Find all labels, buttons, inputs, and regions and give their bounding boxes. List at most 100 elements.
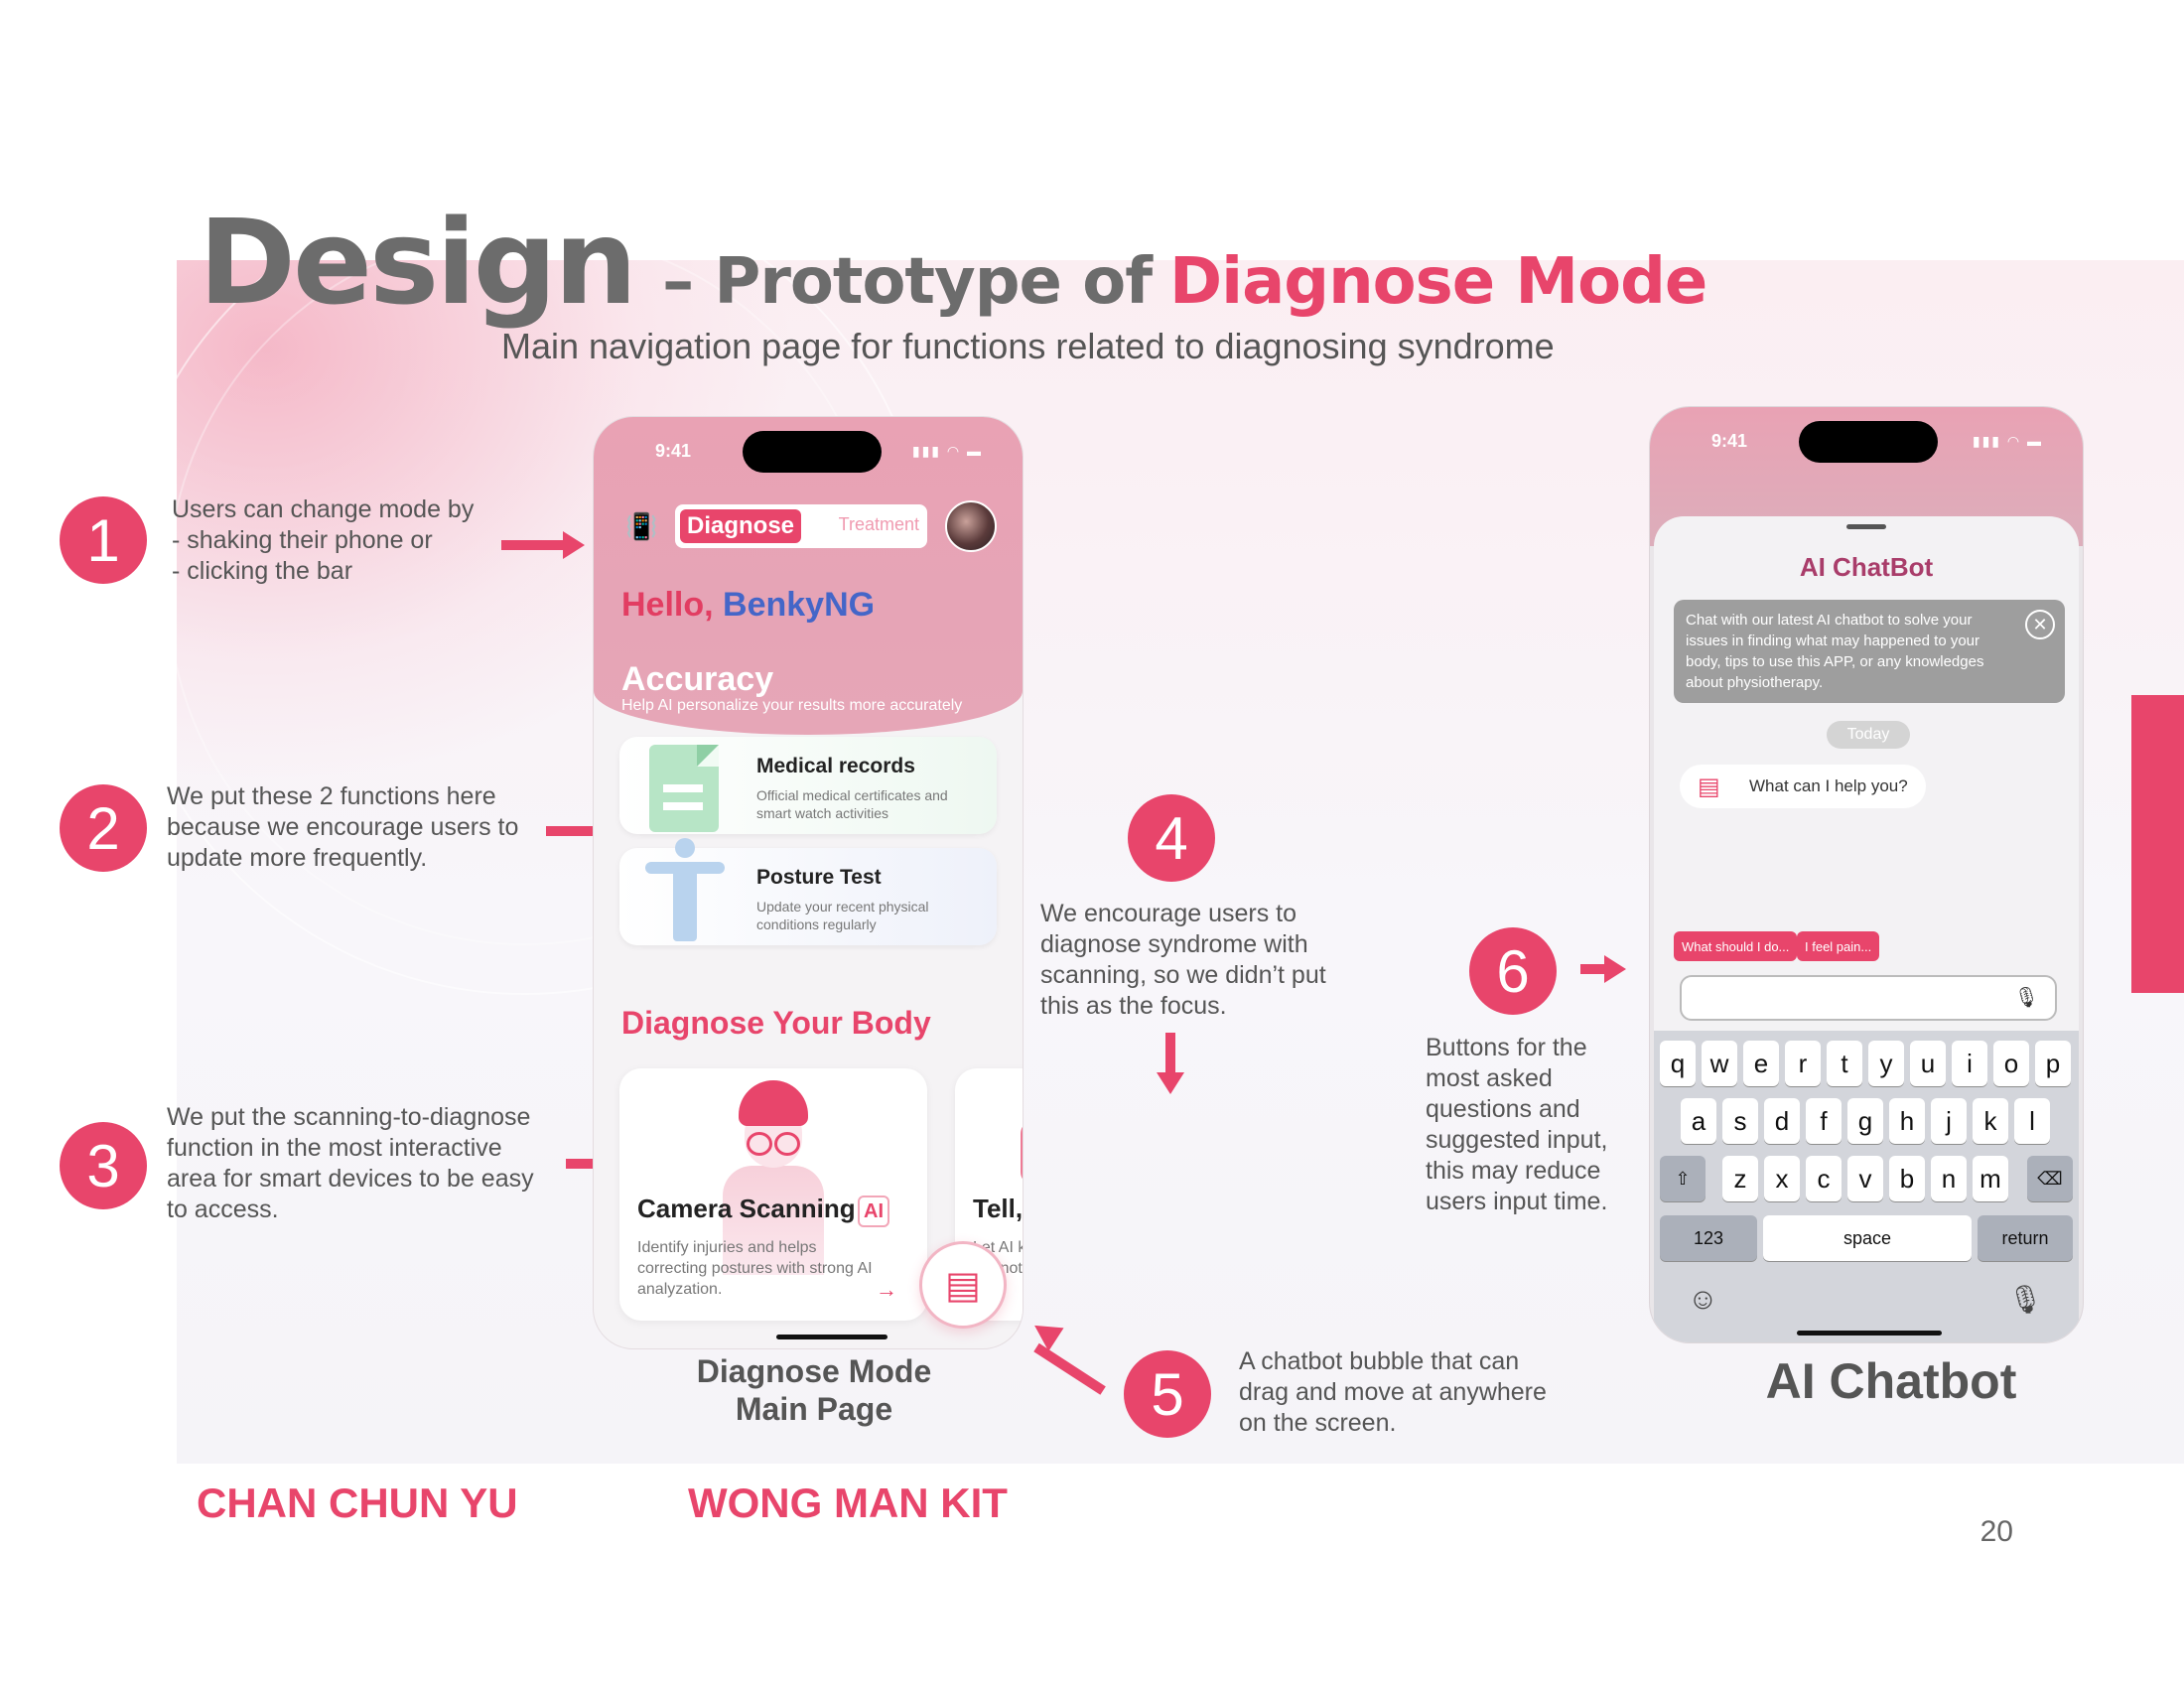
key[interactable]: g: [1847, 1098, 1883, 1144]
annotation-line: function in the most interactive: [167, 1134, 502, 1162]
annotation-line: suggested input,: [1426, 1126, 1608, 1154]
mode-treatment-tab[interactable]: Treatment: [838, 514, 919, 534]
avatar[interactable]: [945, 500, 997, 552]
key[interactable]: h: [1889, 1098, 1925, 1144]
microphone-icon[interactable]: 🎙: [2007, 1284, 2043, 1315]
key[interactable]: i: [1952, 1041, 1987, 1086]
key[interactable]: z: [1722, 1156, 1758, 1201]
keyboard: q w e r t y u i o p a s d f g h j k l ⇧ …: [1654, 1031, 2079, 1342]
annotation-line: We put the scanning-to-diagnose: [167, 1103, 531, 1131]
feature-title: Tell, not scan.: [973, 1194, 1023, 1223]
arrow-right-icon[interactable]: →: [876, 1277, 897, 1302]
camera-scanning-card[interactable]: Camera Scanning AI Identify injuries and…: [619, 1068, 927, 1321]
medical-records-card[interactable]: Medical records Official medical certifi…: [619, 737, 997, 834]
arrow-right-icon: [1580, 955, 1626, 983]
annotation-text-5: A chatbot bubble that can drag and move …: [1239, 1346, 1547, 1439]
status-time: 9:41: [655, 441, 692, 461]
suggestion-chip[interactable]: What should I do...: [1674, 931, 1798, 961]
chatbot-sheet: AI ChatBot Chat with our latest AI chatb…: [1654, 516, 2079, 1342]
annotation-line: scanning, so we didn’t put: [1040, 961, 1326, 989]
title-main: Design: [199, 194, 637, 331]
annotation-line: because we encourage users to: [167, 813, 519, 841]
slide-title: Design – Prototype of Diagnose Mode: [199, 194, 1707, 331]
return-key[interactable]: return: [1978, 1215, 2073, 1261]
posture-figure-icon: [645, 838, 725, 947]
annotation-text-1: Users can change mode by - shaking their…: [172, 494, 474, 587]
annotation-line: We put these 2 functions here: [167, 782, 496, 810]
key[interactable]: u: [1910, 1041, 1946, 1086]
annotation-text-2: We put these 2 functions here because we…: [167, 781, 518, 874]
document-icon: [649, 745, 719, 832]
key[interactable]: c: [1806, 1156, 1842, 1201]
shift-key-icon[interactable]: ⇧: [1660, 1156, 1706, 1201]
suggestion-chip[interactable]: I feel pain...: [1797, 931, 1880, 961]
numbers-key[interactable]: 123: [1660, 1215, 1757, 1261]
annotation-line: most asked: [1426, 1064, 1553, 1092]
sheet-grabber[interactable]: [1846, 524, 1886, 529]
shake-phone-icon[interactable]: 📳: [625, 511, 658, 541]
text-input-illustration-icon: [1021, 1120, 1023, 1186]
page-number: 20: [1979, 1515, 2013, 1548]
bot-message: ▤ What can I help you?: [1680, 765, 1926, 808]
space-key[interactable]: space: [1763, 1215, 1972, 1261]
key[interactable]: b: [1889, 1156, 1925, 1201]
key[interactable]: n: [1931, 1156, 1967, 1201]
key[interactable]: d: [1764, 1098, 1800, 1144]
card-title: Posture Test: [756, 866, 882, 889]
key[interactable]: j: [1931, 1098, 1967, 1144]
key[interactable]: v: [1847, 1156, 1883, 1201]
arrow-down-icon: [1157, 1033, 1184, 1094]
card-subtitle: Official medical certificates and smart …: [756, 787, 948, 821]
annotation-line: diagnose syndrome with: [1040, 930, 1308, 958]
key[interactable]: p: [2035, 1041, 2071, 1086]
arrow-right-icon: [501, 531, 585, 559]
caption-line: Main Page: [735, 1391, 893, 1427]
emoji-icon[interactable]: ☺: [1688, 1283, 1718, 1316]
title-accent: Diagnose Mode: [1169, 245, 1707, 319]
key[interactable]: e: [1743, 1041, 1779, 1086]
greeting: Hello, BenkyNG: [621, 586, 875, 625]
mode-diagnose-tab[interactable]: Diagnose: [680, 509, 801, 543]
signal-wifi-battery-icon: ▮▮▮ ◠ ▬: [911, 443, 983, 459]
annotation-line: Users can change mode by: [172, 495, 475, 523]
key[interactable]: y: [1868, 1041, 1904, 1086]
key[interactable]: a: [1681, 1098, 1716, 1144]
key[interactable]: f: [1806, 1098, 1842, 1144]
annotation-line: area for smart devices to be easy: [167, 1165, 534, 1193]
bot-message-text: What can I help you?: [1749, 776, 1908, 795]
key[interactable]: m: [1973, 1156, 2008, 1201]
chatbot-icon: ▤: [1698, 774, 1720, 800]
chat-input[interactable]: 🎙: [1680, 975, 2057, 1021]
section-title: Diagnose Your Body: [621, 1005, 931, 1041]
key[interactable]: t: [1827, 1041, 1862, 1086]
annotation-badge-1: 1: [60, 496, 147, 584]
close-icon[interactable]: ✕: [2025, 610, 2055, 639]
annotation-line: questions and: [1426, 1095, 1580, 1123]
key[interactable]: w: [1702, 1041, 1737, 1086]
status-time: 9:41: [1711, 431, 1748, 451]
annotation-badge-6: 6: [1469, 927, 1557, 1015]
chatbot-title: AI ChatBot: [1799, 552, 1934, 582]
key[interactable]: q: [1660, 1041, 1696, 1086]
annotation-badge-4: 4: [1128, 794, 1215, 882]
diagnose-main-page-mockup: 9:41 ▮▮▮ ◠ ▬ 📳 Diagnose Treatment Hello,…: [594, 417, 1023, 1348]
posture-test-card[interactable]: Posture Test Update your recent physical…: [619, 838, 997, 945]
mode-toggle-bar[interactable]: Diagnose Treatment: [675, 504, 927, 548]
key[interactable]: l: [2014, 1098, 2050, 1144]
home-indicator: [776, 1335, 887, 1339]
annotation-line: We encourage users to: [1040, 900, 1297, 927]
phone1-caption: Diagnose Mode Main Page: [635, 1352, 993, 1428]
backspace-key-icon[interactable]: ⌫: [2027, 1156, 2073, 1201]
key[interactable]: k: [1973, 1098, 2008, 1144]
key[interactable]: s: [1722, 1098, 1758, 1144]
day-separator: Today: [1827, 721, 1910, 749]
annotation-line: Buttons for the: [1426, 1034, 1587, 1061]
greeting-prefix: Hello,: [621, 586, 724, 624]
annotation-line: update more frequently.: [167, 844, 428, 872]
key[interactable]: x: [1764, 1156, 1800, 1201]
key[interactable]: r: [1785, 1041, 1821, 1086]
chatbot-bubble-icon[interactable]: ▤: [919, 1241, 1007, 1329]
key[interactable]: o: [1993, 1041, 2029, 1086]
microphone-icon[interactable]: 🎙: [2013, 987, 2039, 1009]
slide-subtitle: Main navigation page for functions relat…: [501, 326, 1555, 366]
